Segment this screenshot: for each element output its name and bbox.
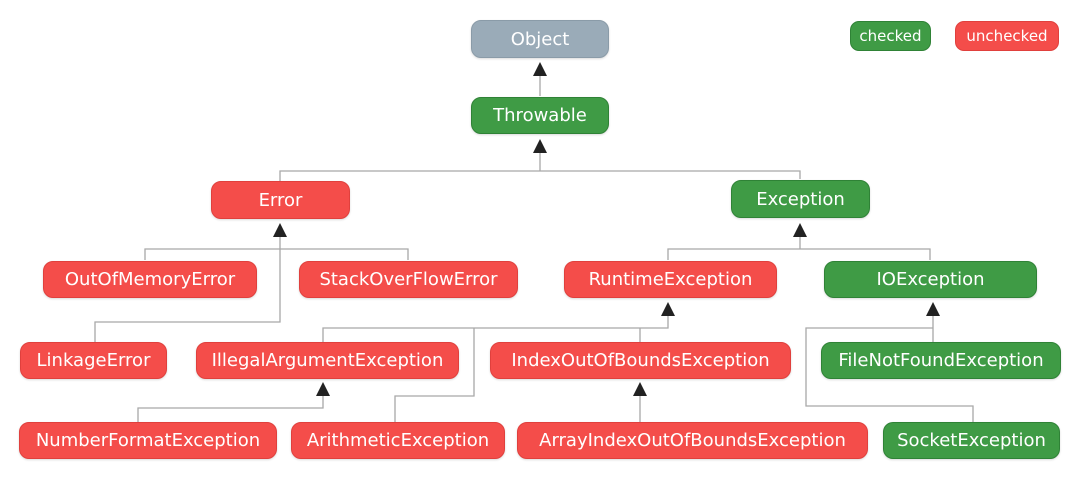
node-linkage-error: LinkageError (20, 342, 167, 379)
node-socket-exception: SocketException (883, 422, 1060, 459)
legend-unchecked: unchecked (955, 21, 1059, 51)
node-exception: Exception (731, 180, 870, 218)
node-index-out-of-bounds-exception: IndexOutOfBoundsException (490, 342, 791, 379)
node-object: Object (471, 20, 609, 58)
node-runtime-exception: RuntimeException (564, 261, 777, 298)
node-number-format-exception: NumberFormatException (19, 422, 277, 459)
node-error: Error (211, 181, 350, 219)
node-illegal-argument-exception: IllegalArgumentException (196, 342, 459, 379)
node-file-not-found-exception: FileNotFoundException (821, 342, 1061, 379)
node-throwable: Throwable (471, 97, 609, 134)
node-io-exception: IOException (824, 261, 1037, 298)
node-arithmetic-exception: ArithmeticException (291, 422, 505, 459)
legend-checked: checked (850, 21, 931, 51)
node-stack-over-flow-error: StackOverFlowError (299, 261, 518, 298)
node-array-index-out-of-bounds-exception: ArrayIndexOutOfBoundsException (517, 422, 868, 459)
node-out-of-memory-error: OutOfMemoryError (43, 261, 257, 298)
